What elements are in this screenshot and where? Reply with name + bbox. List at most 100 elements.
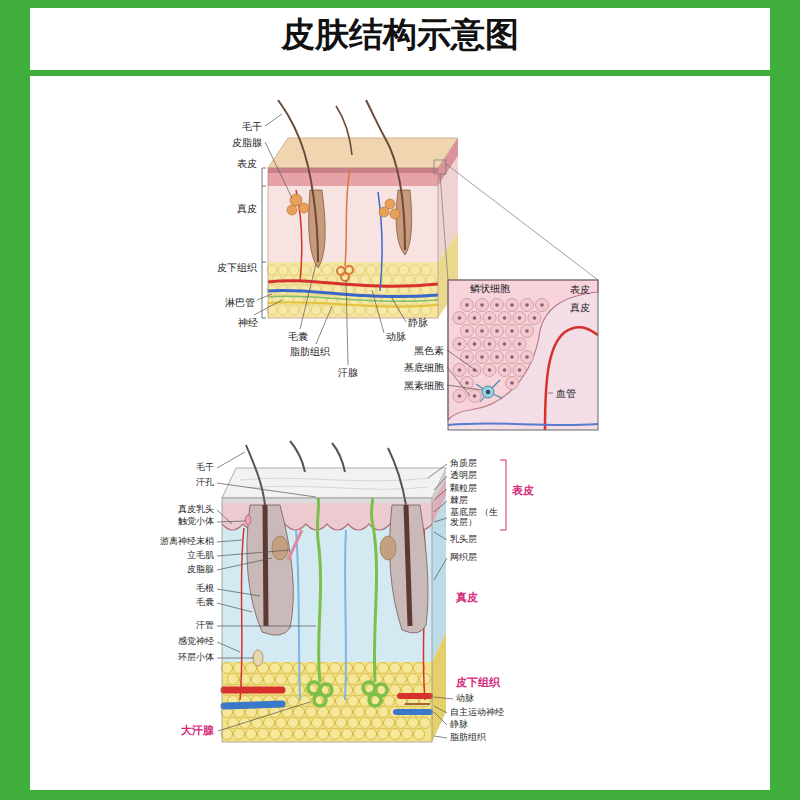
epidermal-cell bbox=[506, 377, 519, 390]
epidermal-cell bbox=[476, 299, 489, 312]
fat-cells bbox=[348, 696, 359, 707]
skin-block-parts bbox=[378, 192, 382, 291]
inset-vessel bbox=[448, 327, 598, 430]
epidermal-cell bbox=[458, 394, 462, 398]
fat-cells bbox=[234, 729, 245, 740]
fat-cells bbox=[390, 663, 401, 674]
leader-line bbox=[434, 558, 447, 580]
leader-line bbox=[218, 702, 310, 731]
epidermal-cell bbox=[465, 355, 469, 359]
fat-cells bbox=[342, 729, 353, 740]
skin-block-parts bbox=[268, 281, 438, 287]
fat-cells bbox=[388, 265, 398, 275]
epidermal-cell bbox=[503, 368, 507, 372]
leader-line bbox=[447, 385, 482, 390]
epidermal-cell bbox=[468, 364, 481, 377]
leader-line bbox=[434, 697, 453, 699]
skin-block-parts bbox=[341, 273, 349, 281]
skin-block-parts bbox=[247, 505, 293, 635]
fat-cells bbox=[342, 663, 353, 674]
part-label: 皮下组织 bbox=[217, 262, 257, 273]
part-label: 真皮 bbox=[237, 203, 257, 214]
fat-cells bbox=[393, 275, 403, 285]
skin-block-parts bbox=[290, 441, 305, 472]
fat-cells bbox=[382, 275, 392, 285]
epidermal-cell bbox=[461, 299, 474, 312]
epidermal-cell bbox=[510, 329, 514, 333]
part-label: 角质层 bbox=[450, 459, 477, 469]
epidermal-cell bbox=[495, 303, 499, 307]
skin-block-parts bbox=[380, 536, 396, 560]
fat-cells bbox=[234, 663, 245, 674]
leader-line bbox=[217, 558, 272, 570]
fat-cells bbox=[404, 275, 414, 285]
skin-block-parts bbox=[390, 505, 428, 633]
fat-cells bbox=[372, 718, 383, 729]
fat-cells bbox=[312, 718, 323, 729]
fat-cells bbox=[252, 674, 263, 685]
part-label: 透明层 bbox=[450, 471, 477, 481]
fat-cells bbox=[360, 718, 371, 729]
poster-frame bbox=[30, 8, 770, 70]
fat-cells bbox=[410, 265, 420, 275]
fat-cells bbox=[300, 718, 311, 729]
fat-cells bbox=[288, 696, 299, 707]
skin-block-parts bbox=[268, 138, 438, 318]
fat-cells bbox=[333, 305, 343, 315]
part-label: 毛干 bbox=[196, 463, 214, 473]
part-label: 毛囊 bbox=[288, 331, 308, 342]
fat-cells bbox=[366, 265, 376, 275]
epidermal-cell bbox=[488, 368, 492, 372]
part-label: 表皮 bbox=[570, 284, 590, 295]
fat-cells bbox=[264, 718, 275, 729]
skin-block-parts bbox=[287, 205, 297, 215]
leader-line bbox=[254, 300, 282, 315]
skin-block-parts bbox=[366, 100, 405, 250]
leader-line bbox=[316, 306, 332, 344]
fat-cells bbox=[399, 265, 409, 275]
epidermal-cell bbox=[468, 338, 481, 351]
skin-block-parts bbox=[246, 445, 265, 505]
fat-cells bbox=[324, 718, 335, 729]
epidermal-cell bbox=[521, 325, 534, 338]
poster-title: 皮肤结构示意图 bbox=[30, 14, 770, 55]
part-label: 网织层 bbox=[450, 553, 477, 563]
part-label: 真皮 bbox=[456, 592, 478, 604]
leader-line bbox=[434, 712, 447, 725]
skin-block-parts bbox=[268, 302, 438, 307]
epidermal-cell bbox=[506, 377, 519, 390]
epidermal-cell bbox=[495, 329, 499, 333]
leader-line bbox=[257, 294, 272, 300]
epidermal-cell bbox=[480, 303, 484, 307]
epidermal-cell bbox=[453, 390, 466, 403]
fat-cells bbox=[330, 707, 341, 718]
epidermal-cell bbox=[461, 299, 474, 312]
skin-block bbox=[268, 138, 458, 318]
part-label: 脂肪组织 bbox=[450, 733, 486, 743]
fat-cells bbox=[288, 718, 299, 729]
epidermal-cell bbox=[506, 351, 519, 364]
epidermal-cell bbox=[506, 299, 519, 312]
epidermal-cell bbox=[483, 364, 496, 377]
leader-line bbox=[217, 550, 290, 556]
epidermal-cell bbox=[483, 338, 496, 351]
epidermal-cell bbox=[510, 381, 514, 385]
epidermal-cell bbox=[465, 303, 469, 307]
fat-cells bbox=[282, 729, 293, 740]
epidermal-cell bbox=[491, 325, 504, 338]
skin-block bbox=[222, 662, 432, 742]
epidermal-cell bbox=[465, 381, 469, 385]
part-label: 大汗腺 bbox=[181, 725, 214, 737]
epidermal-cell bbox=[540, 303, 544, 307]
skin-block-parts bbox=[268, 290, 438, 296]
leader-line bbox=[217, 452, 245, 468]
melanocyte bbox=[476, 380, 502, 402]
fat-cells bbox=[378, 707, 389, 718]
fat-cells bbox=[246, 729, 257, 740]
skin-block-parts bbox=[363, 682, 375, 694]
fat-cells bbox=[322, 265, 332, 275]
part-label: 血管 bbox=[556, 388, 576, 399]
epidermal-cell bbox=[503, 342, 507, 346]
bracket-line bbox=[262, 168, 266, 318]
